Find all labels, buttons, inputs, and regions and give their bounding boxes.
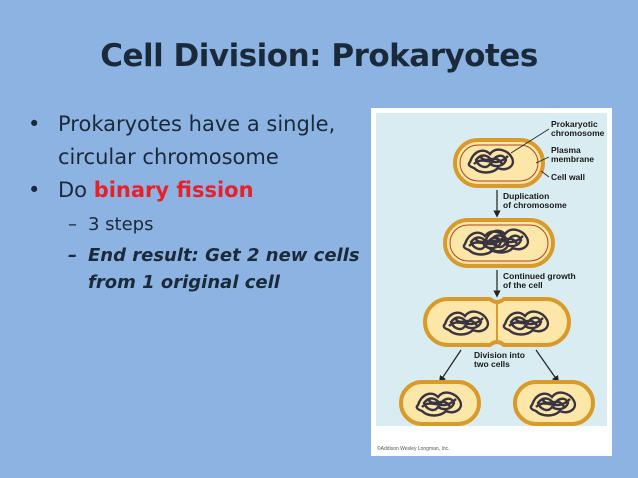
bullet-text: Prokaryotes have a single, circular chro… bbox=[58, 112, 336, 169]
label-step3-line: Division into bbox=[474, 350, 525, 360]
bullet-item: • Prokaryotes have a single, circular ch… bbox=[28, 108, 368, 174]
label-step1-line: Duplication bbox=[503, 191, 549, 201]
cell-original bbox=[453, 138, 545, 188]
label-step2-line: Continued growth bbox=[503, 271, 576, 281]
bullet-dot: • bbox=[28, 112, 41, 136]
bullet-text: Do bbox=[58, 178, 94, 202]
label-wall: Cell wall bbox=[551, 172, 585, 182]
figure-drawing: Prokaryotic chromosome Plasma membrane C… bbox=[376, 113, 607, 426]
label-chromosome-line: Prokaryotic bbox=[551, 119, 598, 129]
bullet-list: • Prokaryotes have a single, circular ch… bbox=[28, 108, 368, 296]
sub-bullet-dash: – bbox=[68, 214, 77, 235]
slide-title: Cell Division: Prokaryotes bbox=[100, 38, 538, 74]
cell-growing bbox=[423, 297, 571, 347]
label-step3-line: two cells bbox=[474, 359, 510, 369]
label-step2: Continued growth of the cell bbox=[503, 271, 578, 290]
label-chromosome: Prokaryotic chromosome bbox=[551, 119, 605, 138]
label-membrane: Plasma membrane bbox=[551, 145, 594, 164]
bullet-highlight: binary fission bbox=[93, 178, 254, 202]
bullet-item: • Do binary fission bbox=[28, 174, 368, 207]
figure-copyright: ©Addison Wesley Longman, Inc. bbox=[377, 446, 450, 452]
sub-bullet-dash: – bbox=[68, 245, 77, 266]
cell-daughter-left bbox=[399, 380, 481, 426]
label-step1-line: of chromosome bbox=[503, 200, 567, 210]
label-chromosome-line: chromosome bbox=[551, 128, 605, 138]
cell-daughter-right bbox=[513, 380, 595, 426]
cell-duplicated bbox=[443, 218, 555, 268]
bullet-dot: • bbox=[28, 178, 41, 202]
sub-bullet-text: End result: Get 2 new cells from 1 origi… bbox=[88, 245, 360, 293]
sub-bullet-item: – 3 steps bbox=[28, 211, 368, 238]
label-step1: Duplication of chromosome bbox=[503, 191, 567, 210]
label-membrane-line: membrane bbox=[551, 154, 594, 164]
label-step3: Division into two cells bbox=[474, 350, 527, 369]
sub-bullet-text: 3 steps bbox=[88, 214, 154, 235]
binary-fission-figure: Prokaryotic chromosome Plasma membrane C… bbox=[371, 108, 612, 456]
label-membrane-line: Plasma bbox=[551, 145, 581, 155]
label-step2-line: of the cell bbox=[503, 280, 543, 290]
sub-bullet-item: – End result: Get 2 new cells from 1 ori… bbox=[28, 242, 368, 296]
